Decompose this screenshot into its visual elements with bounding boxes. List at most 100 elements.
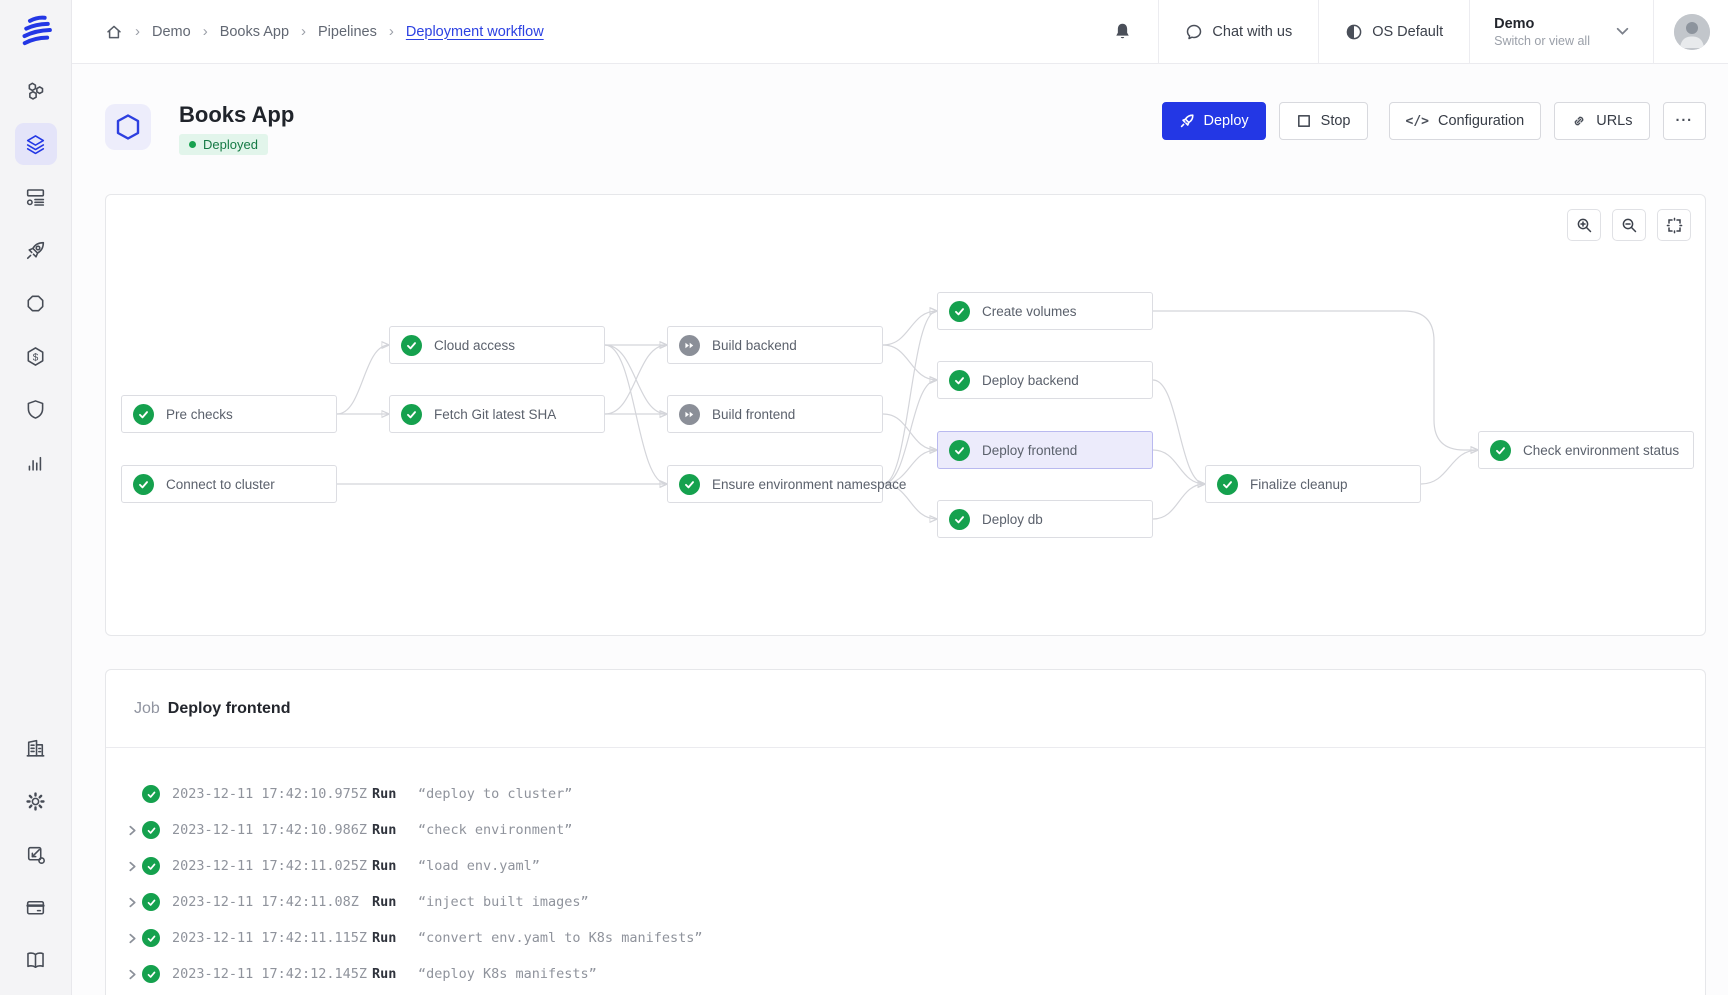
expand-chevron-icon[interactable] [122,825,142,836]
workflow-node-deploy-frontend[interactable]: Deploy frontend [937,431,1153,469]
success-check-icon [133,403,154,425]
breadcrumb-item[interactable]: Demo [152,23,191,40]
zoom-out-button[interactable] [1612,209,1646,241]
sidebar-item-security[interactable] [15,388,57,430]
workflow-node-ensure-env[interactable]: Ensure environment namespace [667,465,906,503]
configuration-button-label: Configuration [1437,113,1525,129]
deploy-button[interactable]: Deploy [1161,102,1266,140]
expand-chevron-icon[interactable] [122,933,142,944]
workflow-node-check-env[interactable]: Check environment status [1478,431,1694,469]
success-check-icon [142,821,160,839]
log-timestamp: 2023-12-11 17:42:11.115Z [172,930,368,946]
workflow-node-fetch-git[interactable]: Fetch Git latest SHA [389,395,605,433]
urls-button[interactable]: URLs [1554,102,1650,140]
sidebar [0,0,72,995]
sidebar-item-payment[interactable] [15,886,57,928]
docs-icon [24,949,47,972]
configuration-button[interactable]: </> Configuration [1388,102,1542,140]
log-action: Run [372,894,397,910]
job-name: Deploy frontend [167,699,291,717]
sidebar-item-organization[interactable] [15,727,57,769]
breadcrumb-separator-icon: › [388,23,394,40]
workflow-node-create-volumes[interactable]: Create volumes [937,292,1153,330]
more-actions-button[interactable]: ··· [1662,102,1706,140]
expand-chevron-icon[interactable] [122,969,142,980]
log-timestamp: 2023-12-11 17:42:10.975Z [172,786,368,802]
sidebar-item-docs[interactable] [15,939,57,981]
user-avatar[interactable] [1674,13,1710,50]
workflow-node-cloud-access[interactable]: Cloud access [389,326,605,364]
chat-with-us-button[interactable]: Chat with us [1159,0,1318,64]
workflow-node-label: Fetch Git latest SHA [434,406,557,422]
sidebar-item-releases[interactable] [15,229,57,271]
breadcrumb-item[interactable]: Deployment workflow [405,23,544,40]
job-label-prefix: Job [134,699,160,717]
workflow-node-finalize-cleanup[interactable]: Finalize cleanup [1205,465,1421,503]
job-panel: Job Deploy frontend 2023-12-11 17:42:10.… [105,669,1706,995]
breadcrumb-separator-icon: › [202,23,208,40]
workflow-controls [1567,209,1691,241]
workflow-node-label: Build backend [712,337,797,353]
success-check-icon [1490,439,1511,461]
skipped-fast-forward-icon [679,334,700,356]
workflow-edge [1152,449,1205,484]
stop-button-label: Stop [1320,113,1351,129]
fit-view-button[interactable] [1657,209,1691,241]
breadcrumb-item[interactable]: Books App [219,23,290,40]
topbar-right: Chat with us OS Default Demo Switch or v… [1087,0,1728,64]
workflow-node-build-backend[interactable]: Build backend [667,326,883,364]
success-check-icon [133,473,154,495]
workflow-node-connect-cluster[interactable]: Connect to cluster [121,465,337,503]
org-subtitle: Switch or view all [1494,33,1590,48]
workflow-node-label: Finalize cleanup [1250,476,1348,492]
zoom-in-button[interactable] [1567,209,1601,241]
org-switcher[interactable]: Demo Switch or view all [1470,16,1653,48]
expand-chevron-icon[interactable] [122,861,142,872]
breadcrumb: ›Demo›Books App›Pipelines›Deployment wor… [72,23,544,41]
sidebar-item-share[interactable] [15,833,57,875]
sidebar-item-projects[interactable] [15,70,57,112]
chat-label: Chat with us [1212,23,1293,40]
breadcrumb-item[interactable]: Pipelines [318,23,377,40]
sidebar-item-metrics[interactable] [15,441,57,483]
success-check-icon [142,929,160,947]
workflow-node-pre-checks[interactable]: Pre checks [121,395,337,433]
workflow-node-deploy-backend[interactable]: Deploy backend [937,361,1153,399]
zoom-out-icon [1622,218,1636,232]
success-check-icon [949,508,970,530]
sidebar-item-services[interactable] [14,123,57,165]
sidebar-item-addons[interactable] [15,282,57,324]
workflow-node-deploy-db[interactable]: Deploy db [937,500,1153,538]
deploy-button-label: Deploy [1203,113,1249,129]
success-check-icon [679,473,700,495]
home-icon[interactable] [105,23,123,41]
divider [1318,0,1320,64]
sidebar-item-templates[interactable] [15,176,57,218]
notifications-button[interactable] [1087,0,1158,64]
stop-button[interactable]: Stop [1278,102,1368,140]
success-check-icon [949,369,970,391]
sidebar-item-billing[interactable] [15,335,57,377]
page-header: Books App Deployed Deploy Stop </> Confi… [105,102,1706,178]
app-hexagon-icon [105,104,151,150]
divider [1158,0,1160,64]
metrics-icon [24,451,47,474]
app-logo[interactable] [14,12,58,52]
log-command: “load env.yaml” [418,858,540,874]
expand-chevron-icon[interactable] [122,897,142,908]
log-action: Run [372,930,397,946]
workflow-node-build-frontend[interactable]: Build frontend [667,395,883,433]
sidebar-item-settings[interactable] [15,780,57,822]
theme-toggle[interactable]: OS Default [1319,0,1469,64]
sidebar-nav-bottom [15,727,57,981]
log-timestamp: 2023-12-11 17:42:11.08Z [172,894,359,910]
code-icon: </> [1405,113,1429,129]
share-icon [24,843,47,866]
